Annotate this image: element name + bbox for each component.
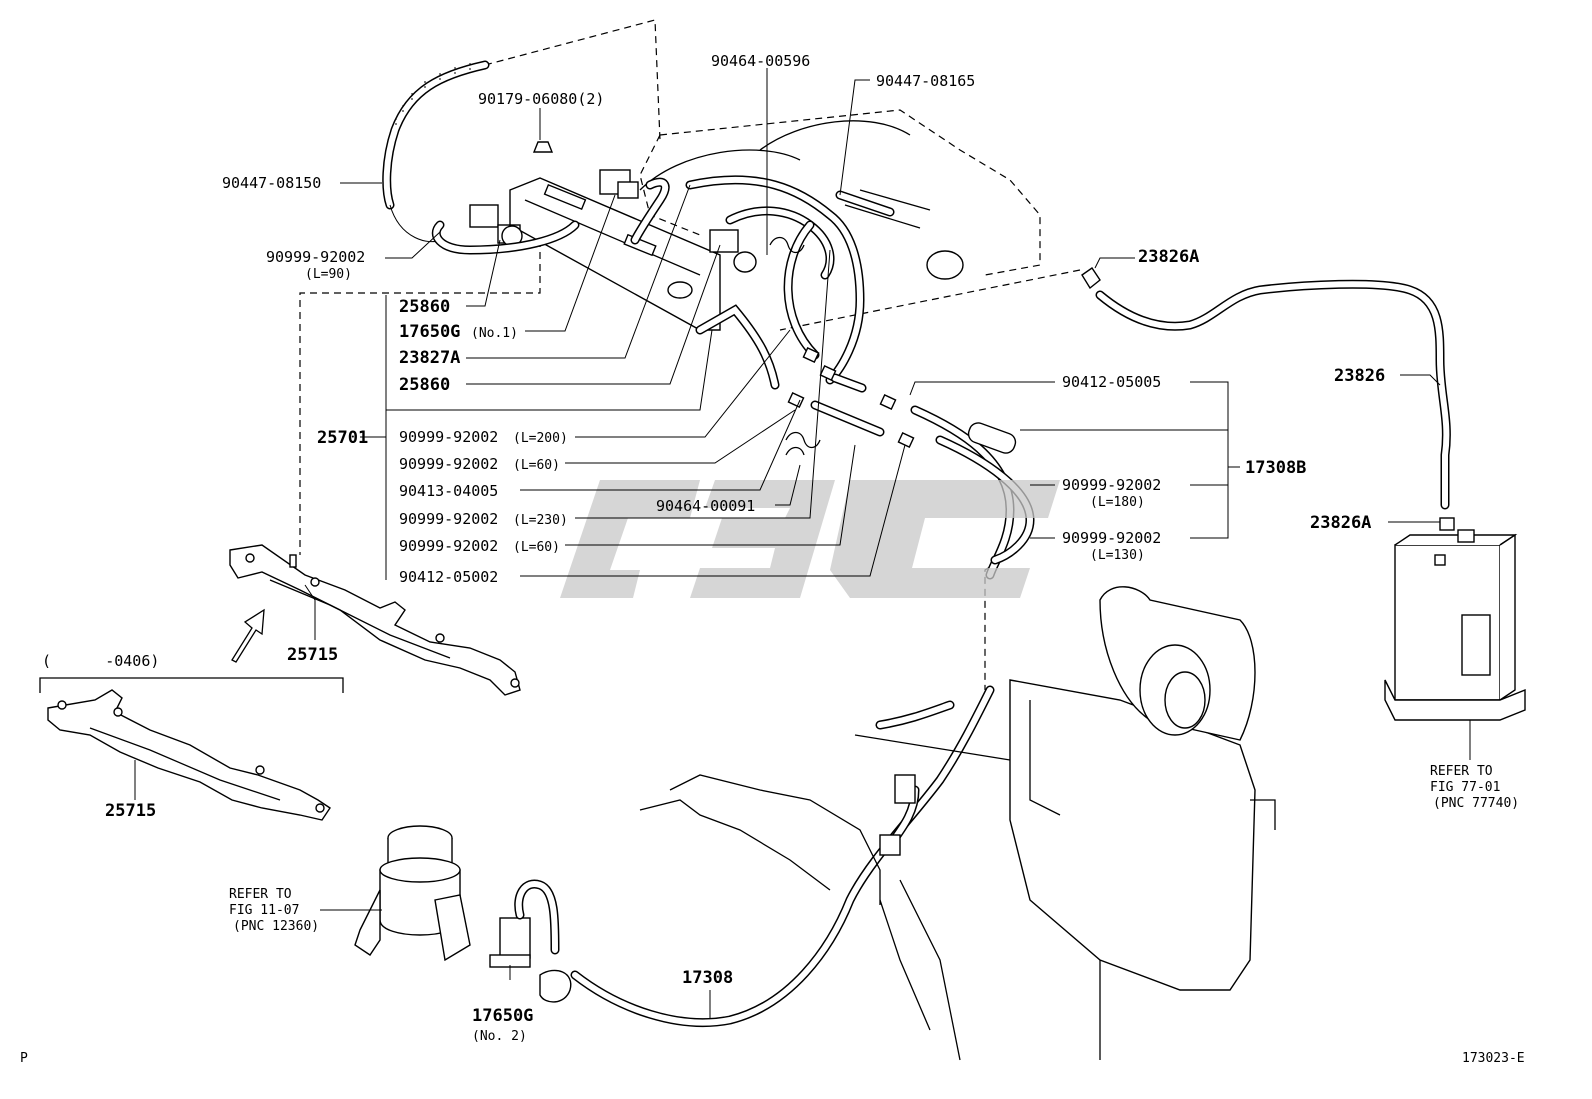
label-refer-fig11-line3: (PNC 12360) xyxy=(233,919,319,934)
label-25860-a: 25860 xyxy=(399,297,450,317)
label-90464-00596: 90464-00596 xyxy=(711,52,810,70)
label-23826: 23826 xyxy=(1334,366,1385,386)
label-23827A: 23827A xyxy=(399,348,460,368)
label-25715-b: 25715 xyxy=(105,801,156,821)
canister-hose xyxy=(1081,267,1455,531)
label-row4-part: 90999-92002 xyxy=(399,510,498,528)
label-25701: 25701 xyxy=(317,428,368,448)
label-row2-part: 90999-92002 xyxy=(399,455,498,473)
vsv-no2 xyxy=(489,879,572,1003)
label-refer-fig77-line2: FIG 77-01 xyxy=(1430,780,1500,795)
label-25860-b: 25860 xyxy=(399,375,450,395)
label-l130: (L=130) xyxy=(1090,548,1145,563)
engine-mount xyxy=(354,825,471,962)
dashed-guide-top xyxy=(484,19,661,141)
label-90179-06080: 90179-06080(2) xyxy=(478,90,604,108)
label-refer-fig11-line2: FIG 11-07 xyxy=(229,903,299,918)
label-range: ( -0406) xyxy=(42,652,159,670)
label-17308B: 17308B xyxy=(1245,458,1306,478)
label-90447-08165: 90447-08165 xyxy=(876,72,975,90)
label-17650G-no1: 17650G xyxy=(399,322,460,342)
label-row4-len: (L=230) xyxy=(513,513,568,528)
bracket-25715-main xyxy=(229,544,521,696)
label-90412-05005: 90412-05005 xyxy=(1062,373,1161,391)
dashed-guide-left xyxy=(299,240,541,555)
label-row3-part: 90413-04005 xyxy=(399,482,498,500)
label-refer-fig11-line1: REFER TO xyxy=(229,887,292,902)
label-refer-fig77-line1: REFER TO xyxy=(1430,764,1493,779)
figure-code: 173023-E xyxy=(1462,1051,1525,1066)
label-no2: (No. 2) xyxy=(472,1029,527,1044)
label-refer-fig77-line3: (PNC 77740) xyxy=(1433,796,1519,811)
engine-outline xyxy=(639,109,1041,280)
bracket-25701 xyxy=(469,141,757,331)
hose-17308 xyxy=(570,685,995,1027)
label-17308: 17308 xyxy=(682,968,733,988)
label-l90: (L=90) xyxy=(305,267,352,282)
label-row5-part: 90999-92002 xyxy=(399,537,498,555)
label-90999-l180: 90999-92002 xyxy=(1062,476,1161,494)
label-17650G-no2: 17650G xyxy=(472,1006,533,1026)
label-25715-a: 25715 xyxy=(287,645,338,665)
leader-lines xyxy=(134,68,1441,1018)
label-row6-part: 90412-05002 xyxy=(399,568,498,586)
label-90464-00091: 90464-00091 xyxy=(656,497,755,515)
bracket-25715-variant xyxy=(39,677,344,821)
label-90447-08150: 90447-08150 xyxy=(222,174,321,192)
label-90999-92002-top: 90999-92002 xyxy=(266,248,365,266)
label-row2-len: (L=60) xyxy=(513,458,560,473)
label-row1-len: (L=200) xyxy=(513,431,568,446)
corner-mark: P xyxy=(20,1051,28,1066)
label-90999-l130: 90999-92002 xyxy=(1062,529,1161,547)
dashed-guide-mid xyxy=(779,269,1081,331)
charcoal-canister xyxy=(1384,529,1526,760)
label-23826A-top: 23826A xyxy=(1138,247,1199,267)
watermark-logo xyxy=(560,480,1060,598)
label-l180: (L=180) xyxy=(1090,495,1145,510)
label-no1: (No.1) xyxy=(471,326,518,341)
label-row5-len: (L=60) xyxy=(513,540,560,555)
label-23826A-bottom: 23826A xyxy=(1310,513,1371,533)
arrow xyxy=(231,608,265,663)
lower-assembly xyxy=(639,586,1276,1061)
label-row1-part: 90999-92002 xyxy=(399,428,498,446)
part-labels: 90464-00596 90447-08165 90179-06080(2) 9… xyxy=(20,52,1525,1066)
